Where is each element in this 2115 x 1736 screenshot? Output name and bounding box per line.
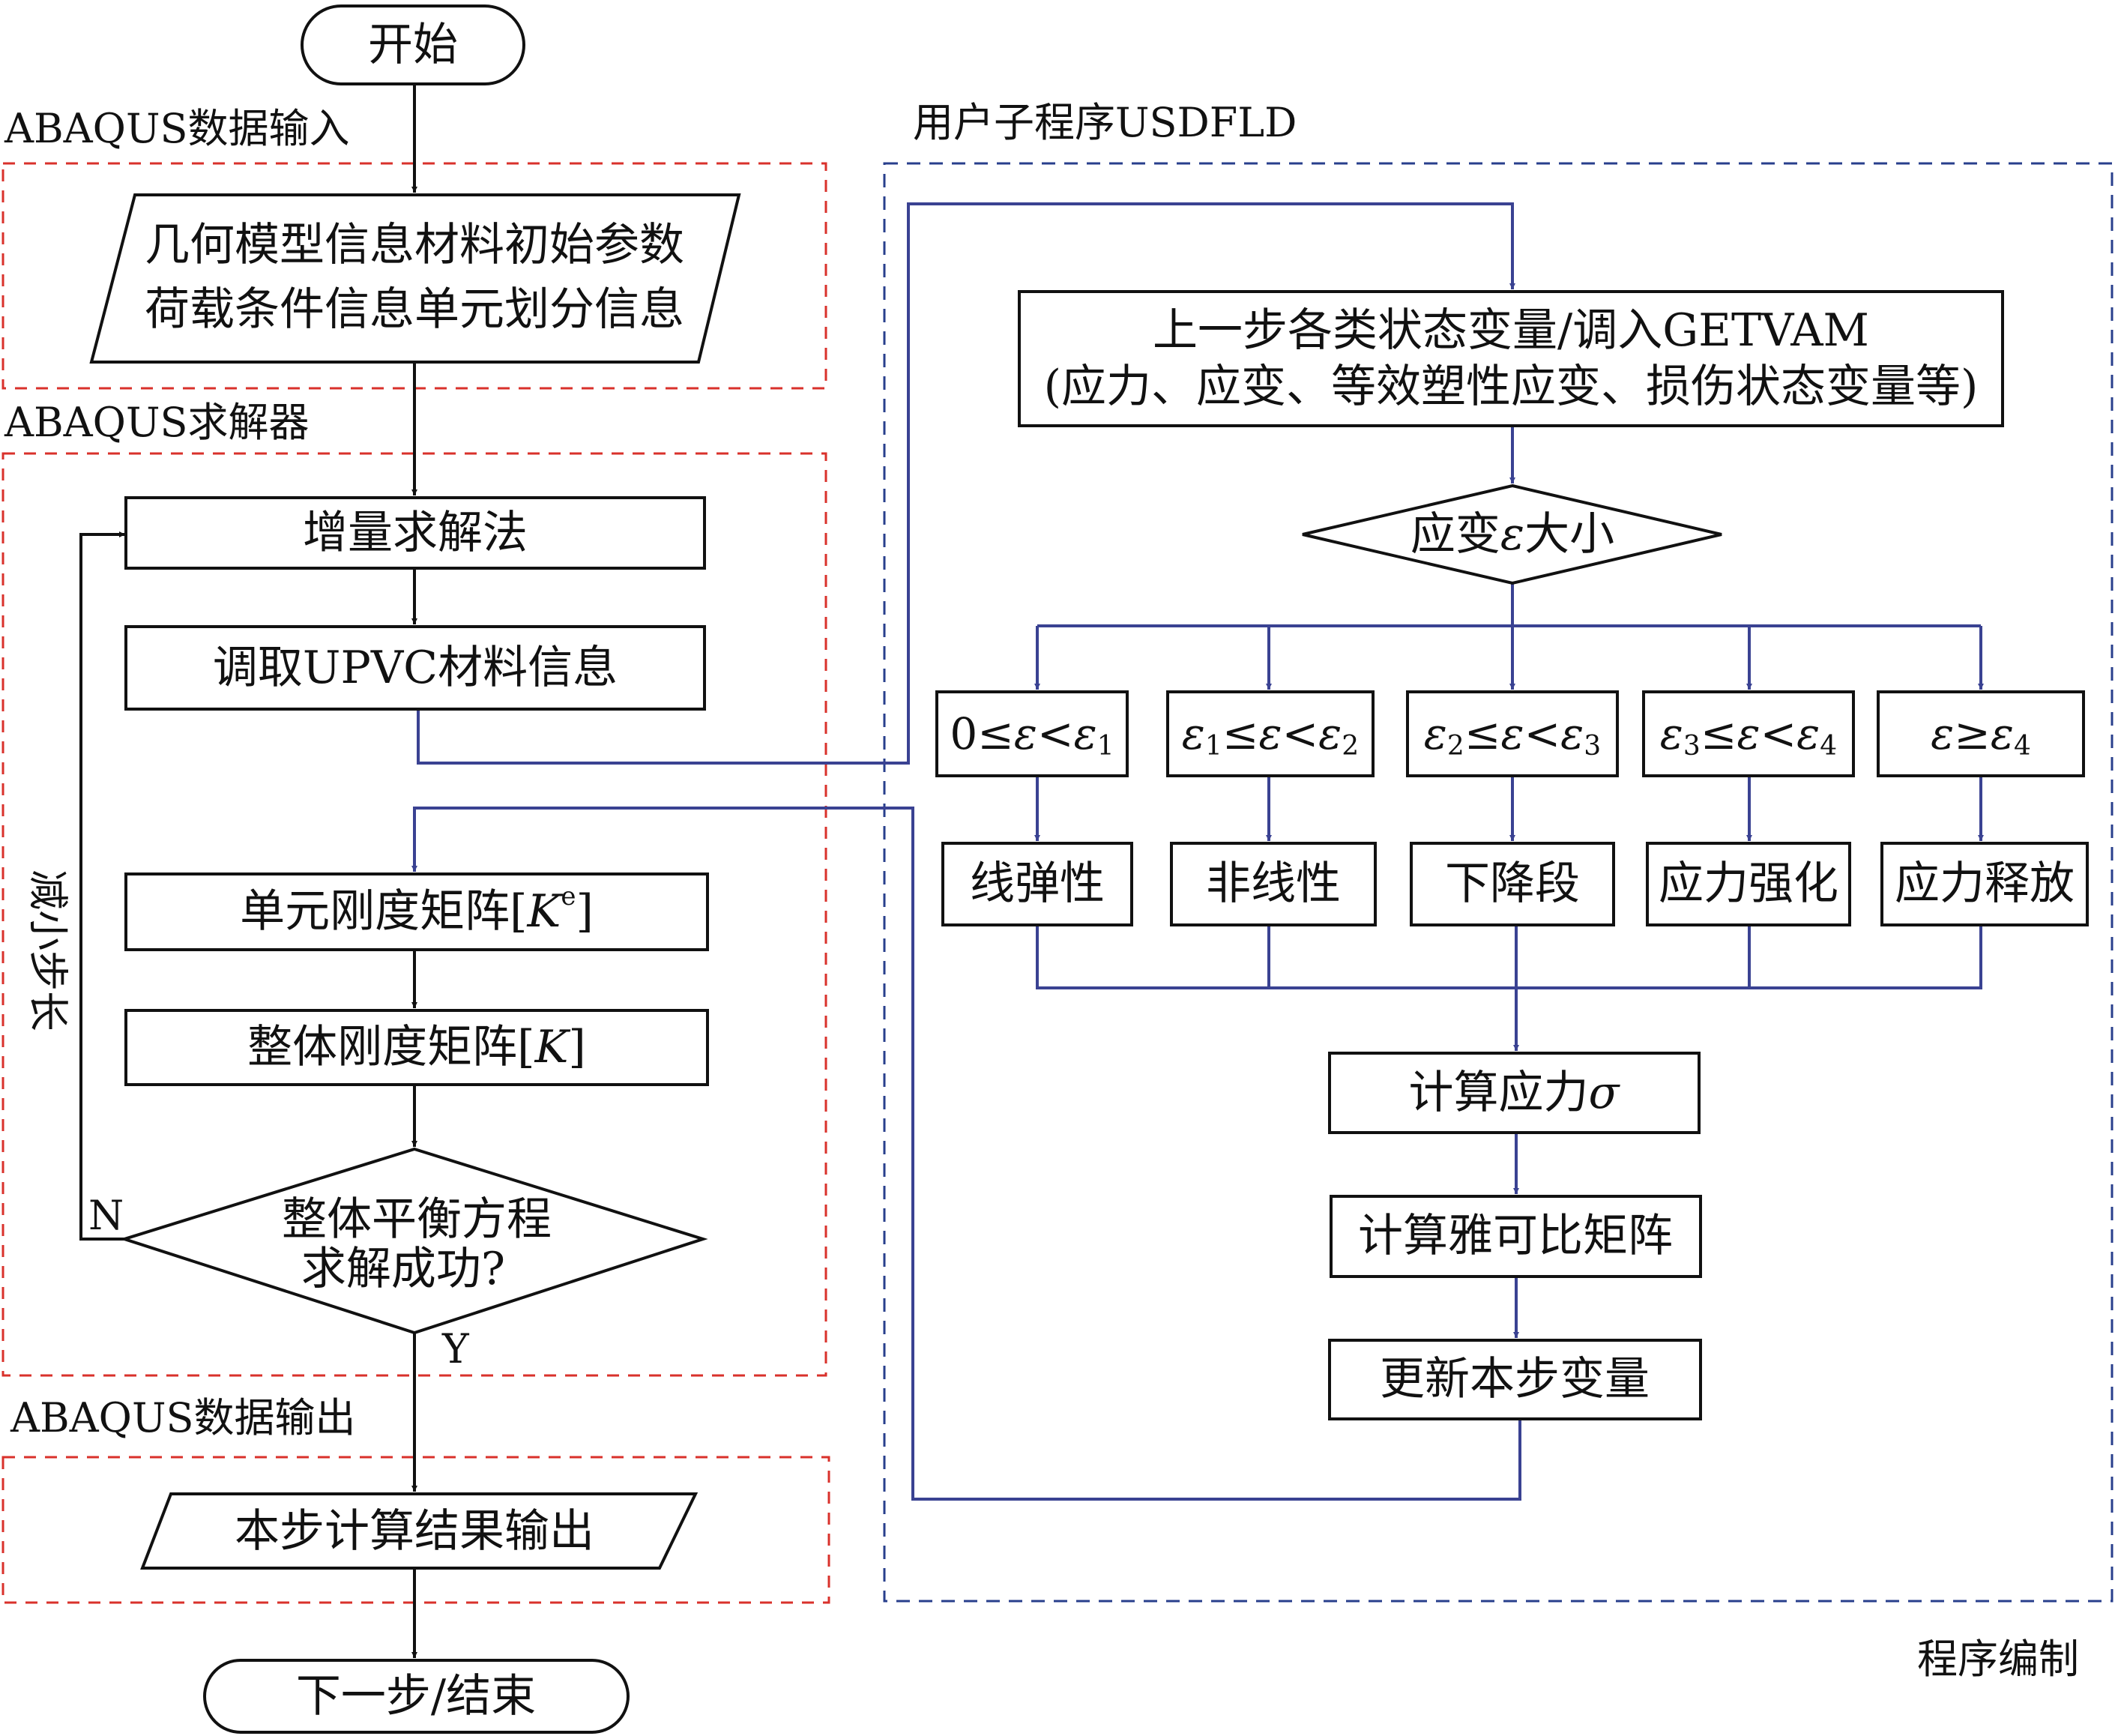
region-label-input: ABAQUS数据输入 <box>4 105 349 152</box>
start-terminal: 开始 <box>301 4 525 85</box>
region-usdfld <box>883 162 2114 1603</box>
svg-text:整体平衡方程: 整体平衡方程 <box>282 1193 552 1246</box>
svg-text:上一步各类状态变量/调入GETVAM: 上一步各类状态变量/调入GETVAM <box>1153 304 1869 357</box>
strain-range-1: 0≤ε<ε1 <box>935 690 1129 777</box>
label-reduce-step: 减小步长 <box>25 869 72 1031</box>
region-label-usdfld: 用户子程序USDFLD <box>913 99 1297 146</box>
strain-range-3: ε2≤ε<ε3 <box>1406 690 1619 777</box>
svg-text:下一步/结束: 下一步/结束 <box>296 1670 536 1723</box>
region-label-solver: ABAQUS求解器 <box>4 399 309 446</box>
strain-range-5: ε≥ε4 <box>1877 690 2085 777</box>
svg-text:荷载条件信息单元划分信息: 荷载条件信息单元划分信息 <box>145 283 684 336</box>
input-parallelogram: 几何模型信息材料初始参数 荷载条件信息单元划分信息 <box>89 193 741 364</box>
svg-text:几何模型信息材料初始参数: 几何模型信息材料初始参数 <box>145 219 684 271</box>
calc-jacobian-box: 计算雅可比矩阵 <box>1330 1195 1702 1278</box>
arrow-update-to-element-stiffness <box>411 807 1521 1501</box>
end-terminal: 下一步/结束 <box>203 1659 630 1734</box>
stage-nonlinear: 非线性 <box>1170 842 1377 926</box>
svg-text:计算雅可比矩阵: 计算雅可比矩阵 <box>1358 1210 1673 1262</box>
svg-text:计算应力σ: 计算应力σ <box>1409 1067 1621 1119</box>
svg-text:ε1≤ε<ε2: ε1≤ε<ε2 <box>1182 708 1359 762</box>
update-variables-box: 更新本步变量 <box>1328 1339 1702 1420</box>
region-label-programming: 程序编制 <box>1917 1636 2079 1683</box>
svg-text:ε≥ε4: ε≥ε4 <box>1931 708 2031 762</box>
arrow-fetch-to-usdfld <box>417 202 1515 765</box>
svg-text:ε2≤ε<ε3: ε2≤ε<ε3 <box>1424 708 1601 762</box>
stage-descending: 下降段 <box>1410 842 1615 926</box>
region-label-output: ABAQUS数据输出 <box>10 1394 355 1441</box>
stage-linear-elastic: 线弹性 <box>941 842 1133 926</box>
element-stiffness-box: 单元刚度矩阵[Ke] <box>124 872 709 951</box>
incremental-solution-box: 增量求解法 <box>124 496 706 570</box>
svg-text:应力强化: 应力强化 <box>1659 858 1838 910</box>
global-stiffness-box: 整体刚度矩阵[K] <box>124 1009 709 1086</box>
previous-state-variables-box: 上一步各类状态变量/调入GETVAM (应力、应变、等效塑性应变、损伤状态变量等… <box>1018 290 2004 427</box>
svg-text:线弹性: 线弹性 <box>970 858 1105 910</box>
svg-text:(应力、应变、等效塑性应变、损伤状态变量等): (应力、应变、等效塑性应变、损伤状态变量等) <box>1044 361 1979 413</box>
svg-text:0≤ε<ε1: 0≤ε<ε1 <box>950 708 1114 762</box>
svg-text:更新本步变量: 更新本步变量 <box>1380 1353 1650 1405</box>
equilibrium-decision: 整体平衡方程 求解成功? <box>119 1147 708 1335</box>
svg-text:整体刚度矩阵[K]: 整体刚度矩阵[K] <box>247 1021 586 1073</box>
svg-text:非线性: 非线性 <box>1206 858 1341 910</box>
strain-range-4: ε3≤ε<ε4 <box>1642 690 1855 777</box>
svg-text:ε3≤ε<ε4: ε3≤ε<ε4 <box>1660 708 1837 762</box>
strain-magnitude-decision: 应变ε大小 <box>1302 483 1722 585</box>
stage-merge-line <box>1036 925 1982 989</box>
svg-text:下降段: 下降段 <box>1445 858 1580 910</box>
region-data-output <box>1 1456 830 1604</box>
calc-stress-box: 计算应力σ <box>1328 1052 1701 1134</box>
stage-stress-release: 应力释放 <box>1880 842 2089 926</box>
svg-text:应变ε大小: 应变ε大小 <box>1410 508 1614 561</box>
svg-text:调取UPVC材料信息: 调取UPVC材料信息 <box>213 642 618 694</box>
svg-text:本步计算结果输出: 本步计算结果输出 <box>235 1505 594 1558</box>
svg-text:应力释放: 应力释放 <box>1895 858 2075 910</box>
label-yes: Y <box>441 1325 470 1372</box>
fetch-upvc-material-box: 调取UPVC材料信息 <box>124 625 706 711</box>
svg-text:单元刚度矩阵[Ke]: 单元刚度矩阵[Ke] <box>240 881 594 938</box>
svg-text:增量求解法: 增量求解法 <box>303 507 528 559</box>
strain-range-2: ε1≤ε<ε2 <box>1166 690 1375 777</box>
svg-text:求解成功?: 求解成功? <box>301 1243 505 1295</box>
result-output-parallelogram: 本步计算结果输出 <box>140 1492 699 1570</box>
arrow-decision-no-loop <box>79 531 125 1241</box>
label-no: N <box>88 1192 124 1239</box>
region-solver <box>1 452 827 1377</box>
stage-stress-hardening: 应力强化 <box>1646 842 1851 926</box>
svg-text:开始: 开始 <box>368 19 458 71</box>
